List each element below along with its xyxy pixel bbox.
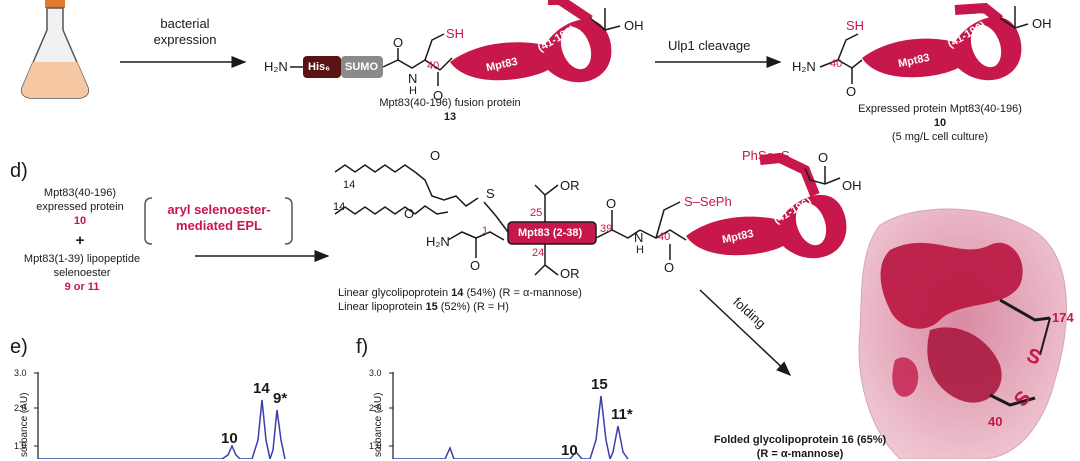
his-tag: [303, 56, 341, 78]
sumo-tag: [341, 56, 383, 78]
his-tag-label: His₆: [308, 61, 331, 73]
o-res39: O: [606, 196, 617, 211]
folded-protein: [858, 208, 1067, 459]
folded-174: 174: [1052, 310, 1074, 325]
peak-e-10: 10: [221, 430, 238, 447]
peak-e-9: 9*: [273, 390, 288, 407]
peak-f-11: 11*: [611, 406, 633, 423]
o-cterm: O: [818, 150, 829, 165]
num-40-linear: 40: [658, 231, 671, 243]
caption-linear-15: Linear lipoprotein 15 (52%) (R = H): [338, 301, 509, 313]
o-atom-expressed: O: [846, 84, 857, 99]
o-atom-fusion-2: O: [433, 88, 444, 103]
h2n-expressed: H₂N: [792, 59, 816, 74]
panel-e-label: e): [10, 336, 28, 358]
box-label: Mpt83 (2-38): [518, 227, 583, 239]
o-lipid-1: O: [430, 148, 441, 163]
ribbon-linear: [686, 152, 847, 259]
s-lipid: S: [486, 186, 495, 201]
or-top: OR: [560, 178, 580, 193]
h-res40: H: [636, 244, 644, 256]
oh-fusion: OH: [624, 18, 644, 33]
sumo-label: SUMO: [345, 61, 378, 73]
tick-e-3: 3.0: [14, 368, 27, 378]
plot-f: [389, 372, 629, 459]
peak-f-15: 15: [591, 376, 608, 393]
chain-14-top: 14: [343, 179, 356, 191]
tick-f-2: 2.0: [369, 403, 382, 413]
plot-e: [34, 372, 286, 459]
phse-s: PhSe–S: [742, 148, 790, 163]
oh-linear: OH: [842, 178, 862, 193]
flask-icon: [20, 0, 90, 99]
chain-14-bottom: 14: [333, 201, 346, 213]
num-24: 24: [532, 247, 545, 259]
arrow2-label: Ulp1 cleavage: [668, 38, 751, 53]
tick-e-1: 1.0: [14, 441, 27, 451]
tick-f-1: 1.0: [369, 441, 382, 451]
h-atom-fusion: H: [409, 85, 417, 97]
o-res40: O: [664, 260, 675, 275]
num-25: 25: [530, 207, 543, 219]
ribbon-expressed: [862, 2, 1022, 81]
panel-d-label: d): [10, 160, 28, 182]
tick-e-2: 2.0: [14, 403, 27, 413]
s-sephe: S–SePh: [684, 194, 732, 209]
n-res40: N: [634, 230, 644, 245]
num-40-fusion: 40: [427, 60, 440, 72]
sh-fusion: SH: [446, 26, 465, 41]
num-39: 39: [600, 223, 613, 235]
fusion-caption: Mpt83(40-196) fusion protein 13: [379, 97, 521, 123]
h2n-fusion: H₂N: [264, 59, 288, 74]
peak-e-14: 14: [253, 380, 270, 397]
o-lipid-2: O: [404, 206, 415, 221]
folded-caption: Folded glycolipoprotein 16 (65%) (R = α-…: [713, 434, 887, 460]
o-atom-fusion: O: [393, 35, 404, 50]
num-174-top: 174: [966, 5, 985, 17]
trace-e: [38, 399, 286, 459]
plus-sign: +: [75, 232, 85, 249]
num-40-expressed: 40: [830, 58, 843, 70]
h2n-linear: H₂N: [426, 234, 450, 249]
expressed-caption: Expressed protein Mpt83(40-196) 10 (5 mg…: [858, 103, 1022, 143]
caption-linear-14: Linear glycolipoprotein 14 (54%) (R = α-…: [338, 287, 582, 299]
peak-f-10: 10: [561, 442, 578, 459]
reactant-selenoester: Mpt83(1-39) lipopeptide selenoester 9 or…: [23, 253, 141, 293]
trace-f: [393, 395, 629, 459]
mpt83-2-38-box: [507, 221, 597, 245]
num-1: 1: [482, 225, 489, 237]
n-atom-fusion: N: [408, 71, 418, 86]
or-bottom: OR: [560, 266, 580, 281]
arrow-folding: [699, 289, 792, 377]
arrow1-label: bacterial expression: [153, 16, 217, 47]
oh-expressed: OH: [1032, 16, 1052, 31]
sh-expressed: SH: [846, 18, 865, 33]
tick-f-3: 3.0: [369, 368, 382, 378]
reactant-expressed: Mpt83(40-196) expressed protein 10: [36, 187, 124, 227]
method-label: aryl selenoester- mediated EPL: [167, 202, 271, 233]
folded-40: 40: [988, 414, 1003, 429]
ribbon-fusion: [450, 0, 612, 83]
o-res1: O: [470, 258, 481, 273]
panel-f-label: f): [356, 336, 369, 358]
